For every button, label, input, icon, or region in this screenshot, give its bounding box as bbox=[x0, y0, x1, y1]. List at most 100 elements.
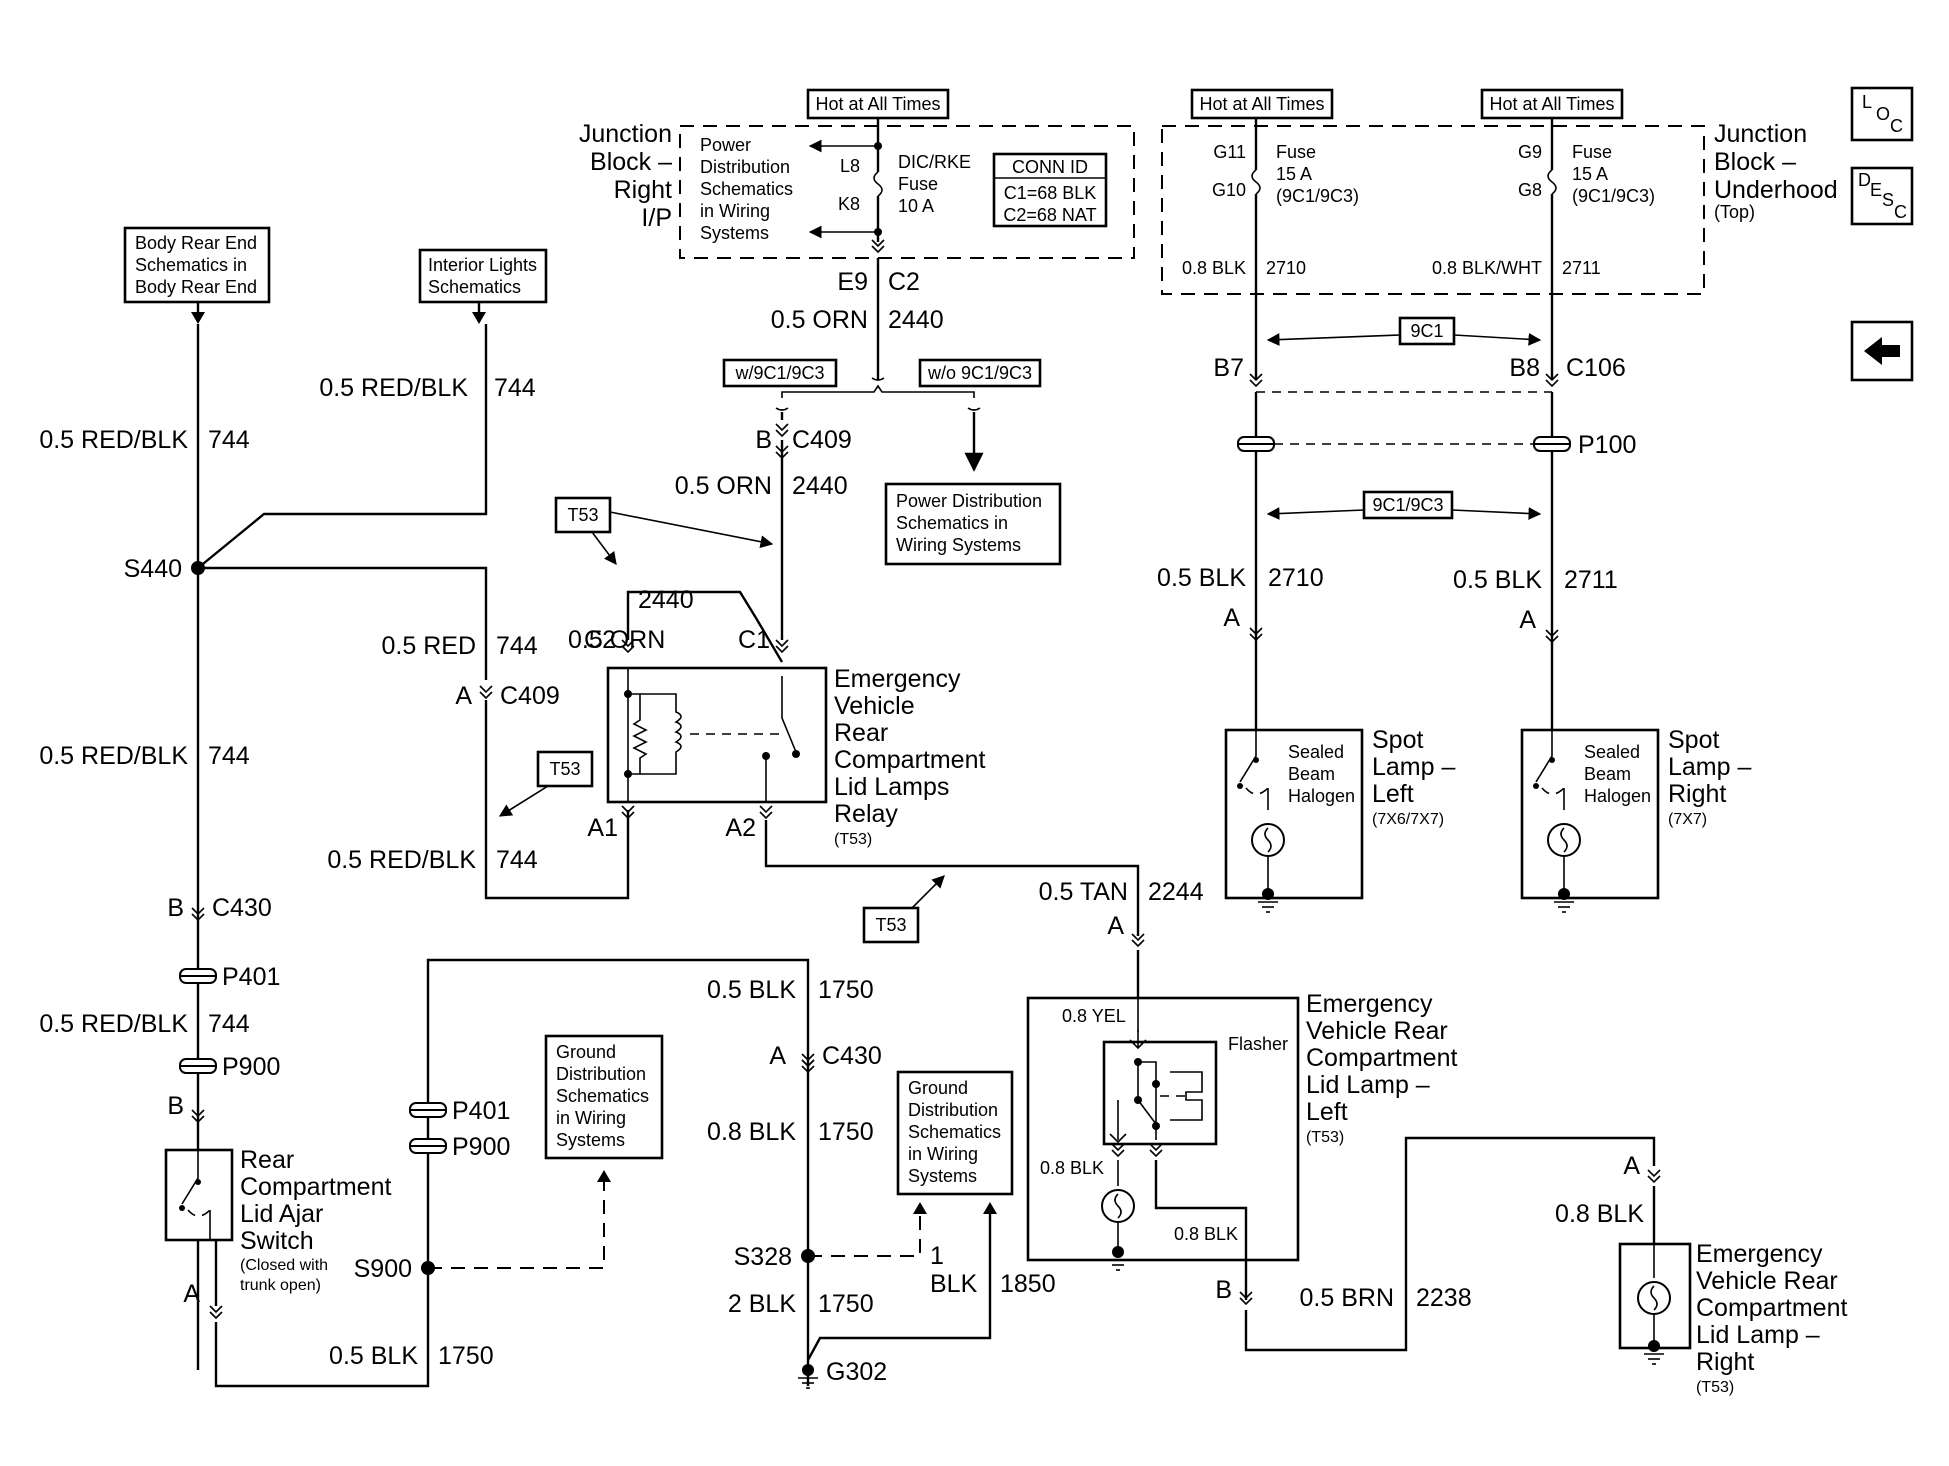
switch-label: Rear Compartment Lid Ajar Switch (Closed… bbox=[240, 1146, 391, 1294]
ref-ground-distribution-2[interactable]: Ground Distribution Schematics in Wiring… bbox=[896, 1070, 1014, 1196]
svg-text:0.5 BLK: 0.5 BLK bbox=[707, 976, 796, 1004]
fuse-g11-symbol bbox=[1251, 169, 1261, 195]
svg-text:Systems: Systems bbox=[908, 1166, 977, 1186]
svg-text:K8: K8 bbox=[838, 194, 860, 214]
svg-text:C409: C409 bbox=[792, 426, 852, 454]
svg-text:0.8 BLK: 0.8 BLK bbox=[707, 1118, 796, 1146]
svg-text:(Closed with: (Closed with bbox=[240, 1257, 328, 1274]
svg-text:P401: P401 bbox=[452, 1097, 510, 1125]
svg-text:Junction: Junction bbox=[1714, 120, 1807, 148]
svg-text:0.5 BRN: 0.5 BRN bbox=[1300, 1284, 1394, 1312]
svg-text:2440: 2440 bbox=[888, 306, 944, 334]
svg-text:744: 744 bbox=[494, 374, 536, 402]
svg-text:2711: 2711 bbox=[1564, 566, 1618, 594]
svg-text:1750: 1750 bbox=[438, 1342, 494, 1370]
ref-power-distribution-top[interactable]: Power Distribution Schematics in Wiring … bbox=[700, 135, 793, 243]
back-button[interactable] bbox=[1850, 320, 1914, 382]
svg-text:C1: C1 bbox=[738, 626, 770, 654]
svg-text:Rear: Rear bbox=[834, 719, 888, 747]
ref-ground-distribution-1[interactable]: Ground Distribution Schematics in Wiring… bbox=[544, 1034, 664, 1160]
svg-text:(T53): (T53) bbox=[1696, 1379, 1734, 1396]
svg-text:Distribution: Distribution bbox=[908, 1100, 998, 1120]
svg-text:Right: Right bbox=[1696, 1348, 1754, 1376]
svg-text:Schematics: Schematics bbox=[428, 277, 521, 297]
svg-text:Lid Lamp –: Lid Lamp – bbox=[1696, 1321, 1820, 1349]
svg-text:2238: 2238 bbox=[1416, 1284, 1472, 1312]
svg-text:0.5 RED/BLK: 0.5 RED/BLK bbox=[39, 742, 188, 770]
svg-text:Block –: Block – bbox=[1714, 148, 1796, 176]
svg-text:G9: G9 bbox=[1518, 142, 1542, 162]
svg-text:Hot at All Times: Hot at All Times bbox=[1199, 94, 1324, 114]
spot-lamp-left-label: Spot Lamp – Left (7X6/7X7) bbox=[1372, 726, 1455, 828]
flasher-unit bbox=[1102, 1030, 1218, 1146]
loc-button[interactable]: L O C bbox=[1850, 86, 1914, 142]
option-without-9c1-9c3: w/o 9C1/9C3 bbox=[918, 358, 1042, 388]
svg-text:Halogen: Halogen bbox=[1584, 786, 1651, 806]
svg-text:0.5 RED/BLK: 0.5 RED/BLK bbox=[319, 374, 468, 402]
svg-text:0.8 BLK: 0.8 BLK bbox=[1040, 1158, 1104, 1178]
svg-text:2440: 2440 bbox=[638, 586, 694, 614]
svg-text:744: 744 bbox=[208, 1010, 250, 1038]
svg-text:B: B bbox=[1215, 1276, 1232, 1304]
ref-power-distribution-mid[interactable]: Power Distribution Schematics in Wiring … bbox=[884, 482, 1062, 566]
svg-text:in Wiring: in Wiring bbox=[908, 1144, 978, 1164]
svg-text:A: A bbox=[455, 682, 472, 710]
t53-tag-1: T53 bbox=[554, 496, 612, 534]
svg-text:L: L bbox=[1862, 92, 1872, 112]
svg-text:C106: C106 bbox=[1566, 354, 1626, 382]
svg-text:C2=68 NAT: C2=68 NAT bbox=[1003, 205, 1096, 225]
fuse-dic-rke-symbol bbox=[873, 171, 883, 197]
svg-text:S440: S440 bbox=[124, 555, 182, 583]
svg-text:744: 744 bbox=[496, 846, 538, 874]
svg-text:Schematics: Schematics bbox=[700, 179, 793, 199]
hot-label-center: Hot at All Times bbox=[806, 88, 950, 120]
svg-text:Right: Right bbox=[1668, 780, 1726, 808]
svg-text:w/9C1/9C3: w/9C1/9C3 bbox=[734, 363, 824, 383]
ref-interior-lights[interactable]: Interior Lights Schematics bbox=[418, 248, 548, 304]
svg-text:Left: Left bbox=[1372, 780, 1414, 808]
svg-text:Sealed: Sealed bbox=[1584, 742, 1640, 762]
relay-emergency-vehicle-rear-compartment bbox=[606, 666, 828, 804]
svg-text:C: C bbox=[1890, 116, 1903, 136]
svg-text:G302: G302 bbox=[826, 1358, 887, 1386]
desc-button[interactable]: D E S C bbox=[1850, 166, 1914, 226]
svg-text:P900: P900 bbox=[452, 1133, 510, 1161]
svg-text:Wiring Systems: Wiring Systems bbox=[896, 535, 1021, 555]
rear-compartment-lid-ajar-switch bbox=[164, 1148, 234, 1242]
svg-text:Power Distribution: Power Distribution bbox=[896, 491, 1042, 511]
fuse-dic-rke-label: DIC/RKE Fuse 10 A bbox=[898, 152, 971, 216]
svg-text:Spot: Spot bbox=[1668, 726, 1719, 754]
junction-block-right-ip-label: Junction Block – Right I/P bbox=[579, 120, 672, 232]
svg-text:Lamp –: Lamp – bbox=[1372, 753, 1455, 781]
svg-text:Switch: Switch bbox=[240, 1227, 314, 1255]
svg-text:Halogen: Halogen bbox=[1288, 786, 1355, 806]
junction-block-right-ip-outline bbox=[679, 125, 1135, 259]
svg-text:Emergency: Emergency bbox=[1696, 1240, 1823, 1268]
ref-body-rear-end[interactable]: Body Rear End Schematics in Body Rear En… bbox=[123, 226, 271, 304]
hot-label-right: Hot at All Times bbox=[1480, 88, 1624, 120]
svg-text:BLK: BLK bbox=[930, 1270, 978, 1298]
svg-text:Lid Lamp –: Lid Lamp – bbox=[1306, 1071, 1430, 1099]
svg-text:Relay: Relay bbox=[834, 800, 898, 828]
svg-text:Fuse: Fuse bbox=[1572, 142, 1612, 162]
svg-text:Junction: Junction bbox=[579, 120, 672, 148]
svg-text:(T53): (T53) bbox=[834, 831, 872, 848]
svg-text:S: S bbox=[1882, 190, 1894, 210]
svg-text:A: A bbox=[183, 1280, 200, 1308]
option-9c1-9c3: 9C1/9C3 bbox=[1362, 490, 1454, 520]
svg-text:Vehicle: Vehicle bbox=[834, 692, 915, 720]
svg-text:(T53): (T53) bbox=[1306, 1129, 1344, 1146]
hot-label-left: Hot at All Times bbox=[1190, 88, 1334, 120]
svg-text:P401: P401 bbox=[222, 963, 280, 991]
conn-id-box: CONN ID C1=68 BLK C2=68 NAT bbox=[992, 152, 1108, 228]
t53-tag-3: T53 bbox=[862, 906, 920, 944]
svg-text:Systems: Systems bbox=[700, 223, 769, 243]
svg-text:G8: G8 bbox=[1518, 180, 1542, 200]
svg-text:0.8 BLK: 0.8 BLK bbox=[1182, 258, 1246, 278]
svg-text:0.5 ORN: 0.5 ORN bbox=[771, 306, 868, 334]
svg-text:744: 744 bbox=[208, 426, 250, 454]
relay-label: Emergency Vehicle Rear Compartment Lid L… bbox=[834, 665, 985, 848]
svg-text:Body Rear End: Body Rear End bbox=[135, 277, 257, 297]
svg-text:Lamp –: Lamp – bbox=[1668, 753, 1751, 781]
